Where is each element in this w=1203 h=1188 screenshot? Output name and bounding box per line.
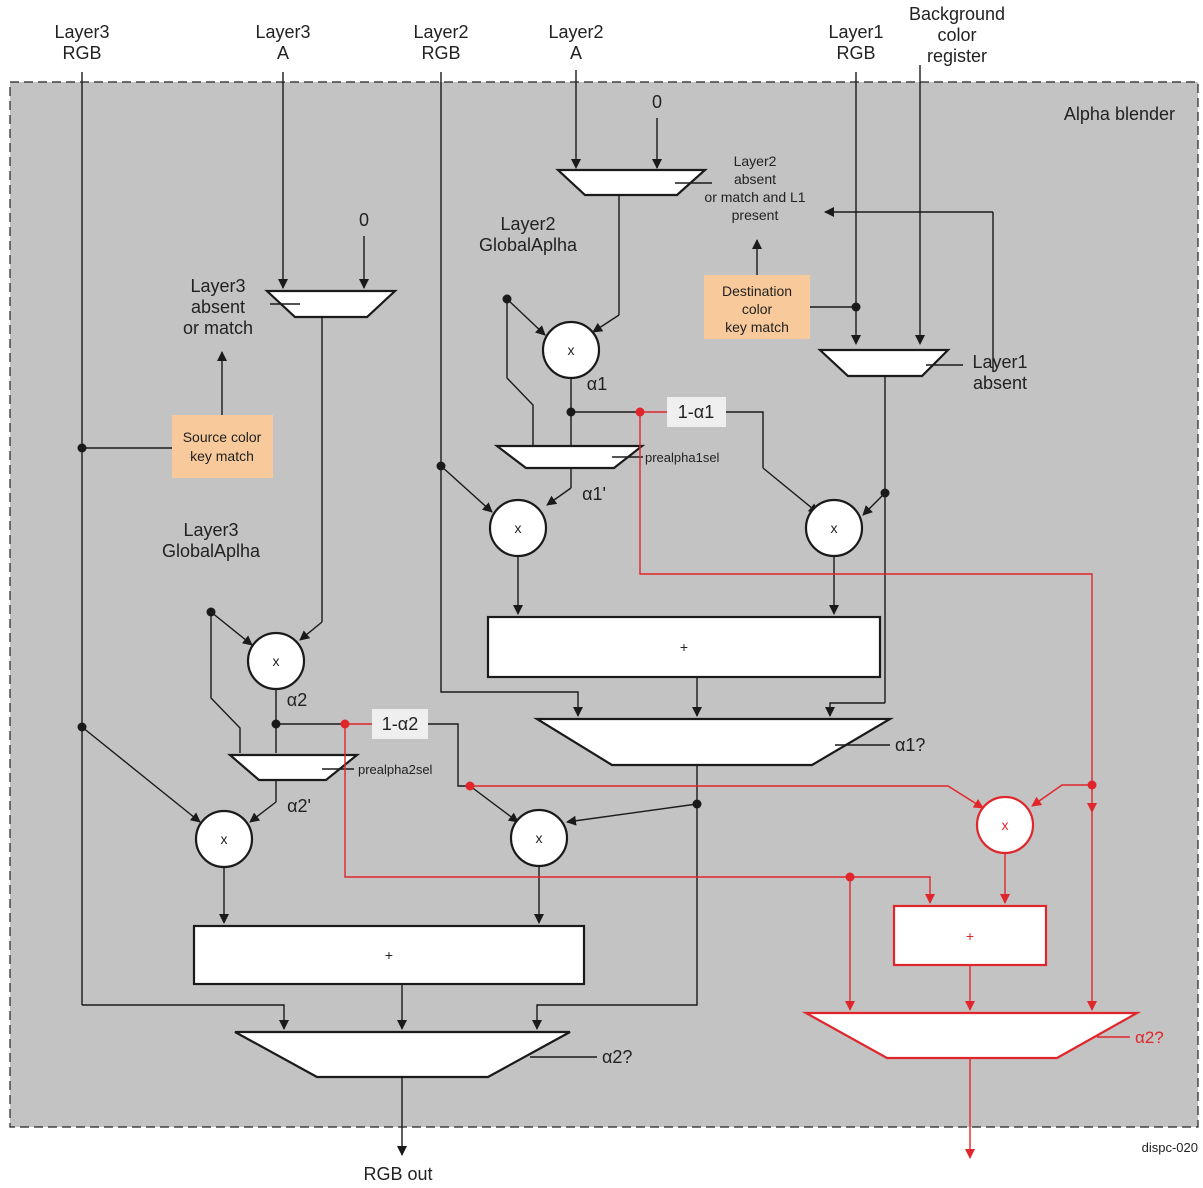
alpha2-label: α2 (287, 690, 307, 710)
one-minus-alpha2-box (372, 709, 428, 739)
alpha1-label: α1 (587, 374, 607, 394)
multiplier-alpha2-symbol: x (273, 653, 280, 669)
figure-id: dispc-020 (1142, 1140, 1198, 1155)
one-minus-alpha1-box (667, 397, 726, 427)
adder-layer3 (192, 924, 586, 986)
source-color-key-match-box (172, 415, 273, 478)
alpha2-select-mux-red (801, 1011, 1142, 1060)
one-minus-alpha1-text: 1-α1 (678, 402, 714, 422)
prealpha2-mux (227, 753, 361, 782)
multiplier-layer2-blend-symbol: x (536, 830, 543, 846)
alpha2-select-mux (234, 1030, 571, 1079)
adder-layer2-symbol: + (680, 639, 688, 655)
multiplier-alpha1-symbol: x (568, 342, 575, 358)
alpha2-select-label: α2? (602, 1047, 632, 1067)
prealpha2sel-label: prealpha2sel (358, 762, 433, 777)
adder-alpha-red (892, 904, 1048, 967)
prealpha1-mux (493, 444, 646, 470)
alpha1-select-mux (533, 717, 895, 767)
rgb-out-label: RGB out (363, 1164, 432, 1184)
zero-constant-layer3: 0 (359, 210, 369, 230)
layer1-background-mux (817, 348, 951, 378)
multiplier-layer2-rgb-symbol: x (515, 520, 522, 536)
layer2-alpha-mux (555, 168, 708, 197)
alpha2-prime-label: α2' (287, 796, 311, 816)
alpha-blender-panel (9, 81, 1199, 1128)
adder-layer3-symbol: + (385, 947, 393, 963)
adder-layer2 (486, 615, 882, 679)
alpha-blender-title: Alpha blender (1064, 104, 1175, 124)
multiplier-alpha-red-symbol: x (1002, 817, 1009, 833)
one-minus-alpha2-text: 1-α2 (382, 714, 418, 734)
destination-color-key-match-box (704, 275, 810, 339)
adder-alpha-red-symbol: + (966, 928, 974, 944)
alpha1-select-label: α1? (895, 735, 925, 755)
multiplier-layer3-rgb-symbol: x (221, 831, 228, 847)
alpha2-select-label-red: α2? (1135, 1028, 1164, 1047)
alpha1-prime-label: α1' (582, 484, 606, 504)
zero-constant-layer2: 0 (652, 92, 662, 112)
layer3-alpha-mux (264, 289, 398, 319)
multiplier-layer1-symbol: x (831, 520, 838, 536)
prealpha1sel-label: prealpha1sel (645, 450, 720, 465)
